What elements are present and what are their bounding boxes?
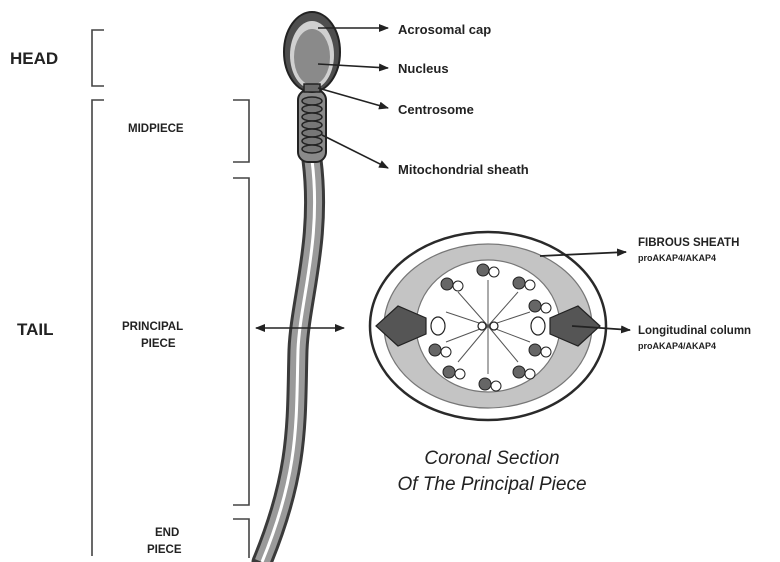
- head-label: HEAD: [10, 49, 58, 68]
- coronal-section: [370, 232, 606, 420]
- principal-piece-bracket: [233, 178, 249, 505]
- end-piece-label-line1: END: [155, 527, 179, 539]
- tail-label: TAIL: [17, 320, 54, 339]
- caption-line2: Of The Principal Piece: [397, 474, 586, 495]
- centrosome-label: Centrosome: [398, 102, 474, 117]
- midpiece: [298, 90, 326, 162]
- head-bracket: [92, 30, 104, 86]
- end-piece-label-line2: PIECE: [147, 544, 182, 556]
- tail-bracket: [92, 100, 104, 556]
- caption-line1: Coronal Section: [424, 448, 559, 469]
- centrosome: [304, 84, 320, 92]
- longitudinal-column-label: Longitudinal column: [638, 325, 751, 337]
- mitochondrial-sheath-arrow: [322, 135, 388, 168]
- sperm-head: [284, 12, 340, 92]
- centrosome-arrow: [318, 88, 388, 108]
- nucleus-label: Nucleus: [398, 61, 449, 76]
- fibrous-sheath-sublabel: proAKAP4/AKAP4: [638, 253, 716, 263]
- longitudinal-column-sublabel: proAKAP4/AKAP4: [638, 341, 716, 351]
- fibrous-sheath-label: FIBROUS SHEATH: [638, 237, 739, 249]
- midpiece-label: MIDPIECE: [128, 123, 184, 135]
- acrosomal-cap-label: Acrosomal cap: [398, 22, 491, 37]
- flagellum: [262, 160, 315, 562]
- mitochondrial-sheath-label: Mitochondrial sheath: [398, 162, 529, 177]
- end-piece-bracket: [233, 519, 249, 558]
- principal-piece-label-line2: PIECE: [141, 338, 176, 350]
- principal-piece-label-line1: PRINCIPAL: [122, 321, 183, 333]
- midpiece-bracket: [233, 100, 249, 162]
